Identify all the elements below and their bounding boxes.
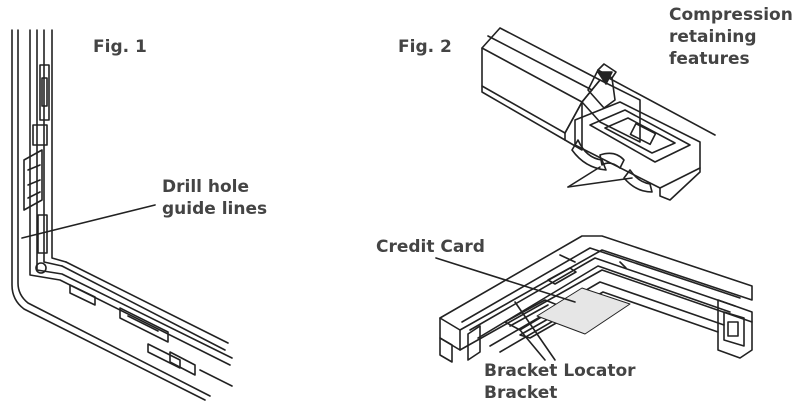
fig2-arrow-head (597, 71, 613, 85)
fig1-screw (35, 262, 47, 274)
corner-outer-top (439, 235, 753, 331)
fig1-slot-b (41, 77, 48, 107)
drill-hole-label: Drill hole guide lines (162, 176, 267, 220)
fig2-endcap (581, 79, 641, 143)
credit-card (536, 287, 631, 335)
fig2-arrow-line (604, 75, 716, 136)
fig2-bar (481, 27, 701, 201)
fig2-hook-left (571, 139, 607, 171)
bracket-locator-line-2: Bracket (484, 383, 558, 403)
drill-hole-line-1: Drill hole (162, 177, 250, 197)
corner-left-end (439, 337, 453, 363)
fig1-track-slot-1 (69, 284, 96, 306)
fig2-bar-top (481, 27, 601, 103)
bracket-locator-line-1: Bracket Locator (484, 361, 636, 381)
fig1-slot-a (39, 64, 50, 121)
compression-label: Compression retaining features (669, 4, 793, 70)
fig1-drill-leader (21, 204, 156, 239)
bracket-locator-label: Bracket Locator Bracket (484, 360, 636, 404)
fig2-pointer-left (567, 166, 601, 188)
fig2-hook-right (623, 169, 653, 193)
fig1-frame-corner (11, 29, 233, 401)
compression-line-3: features (669, 49, 750, 69)
fig1-outer-edge-inner (17, 29, 211, 397)
bracket-locator-leader (514, 301, 556, 361)
compression-line-1: Compression (669, 5, 793, 25)
fig2-pointer-right (567, 177, 633, 188)
drill-hole-line-2: guide lines (162, 199, 268, 219)
credit-card-leader (435, 257, 576, 303)
fig1-rail-back2 (51, 29, 67, 263)
fig1-rail-inner (36, 29, 233, 359)
fig1-rail-front (29, 29, 231, 366)
fig1-label: Fig. 1 (93, 37, 147, 57)
corner-end-profile (717, 299, 753, 359)
corner-rail-2 (469, 257, 736, 331)
fig1-clip-a (32, 124, 48, 146)
fig1-track-slot-2 (119, 307, 169, 343)
fig2-comp-tab (587, 69, 616, 109)
fig2-slot (629, 122, 657, 146)
compression-line-2: retaining (669, 27, 757, 47)
fig1-outer-edge (11, 29, 206, 401)
credit-card-label: Credit Card (376, 237, 485, 257)
fig1-bracket (23, 149, 43, 211)
bracket-leader (519, 329, 546, 361)
fig2-label: Fig. 2 (398, 37, 452, 57)
corner-rail-1 (461, 247, 741, 323)
corner-frame-3d (439, 235, 753, 363)
fig1-rail-back (43, 29, 63, 267)
